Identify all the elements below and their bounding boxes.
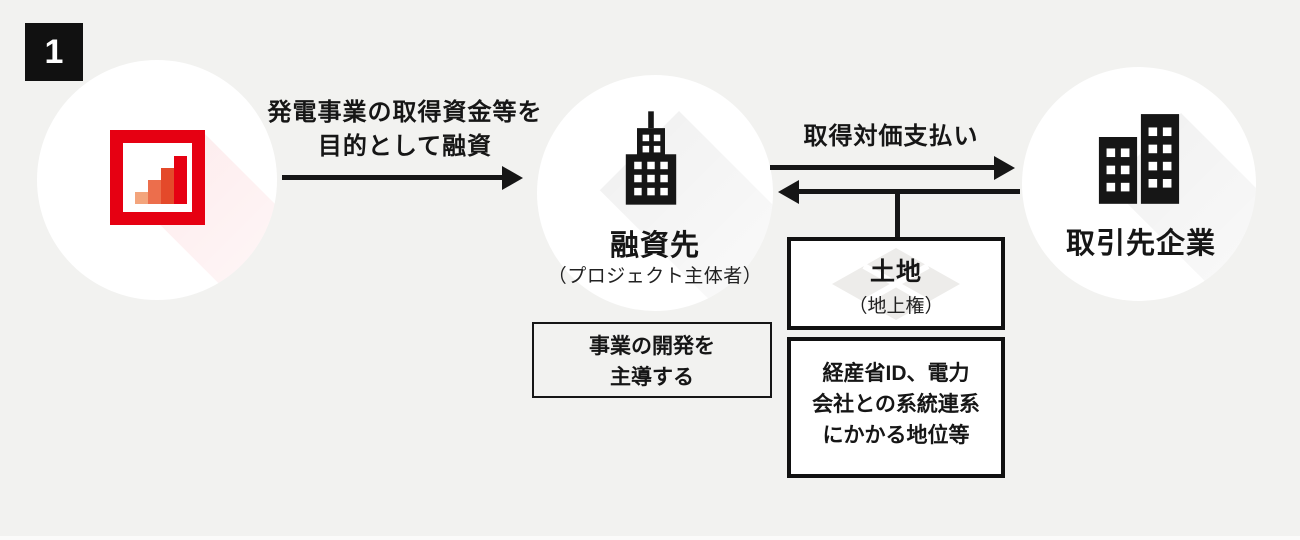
step-number: 1 (44, 32, 64, 71)
rights-line-2: 会社との系統連系 (812, 393, 980, 416)
rights-box: 経産省ID、電力 会社との系統連系 にかかる地位等 (787, 337, 1005, 478)
loan-arrowhead-icon (502, 166, 523, 190)
rights-line-3: にかかる地位等 (822, 424, 970, 447)
company-buildings-icon (1098, 114, 1180, 204)
borrower-role-box: 事業の開発を 主導する (532, 322, 772, 398)
loan-label-line-1: 発電事業の取得資金等を (267, 99, 543, 126)
transfer-arrowhead-icon (778, 180, 799, 204)
transfer-arrow (797, 189, 1020, 194)
logo-bar-2 (148, 180, 161, 204)
logo-bar-3 (161, 168, 174, 204)
borrower-role-line-1: 事業の開発を (589, 335, 715, 358)
borrower-node (537, 75, 773, 311)
land-box: 土地 （地上権） (787, 237, 1005, 330)
payment-arrow-label: 取得対価支払い (803, 123, 979, 150)
office-building-icon (625, 111, 677, 205)
borrower-role-line-2: 主導する (610, 366, 694, 389)
loan-arrow (282, 175, 502, 180)
payment-arrowhead-icon (994, 156, 1015, 180)
bottom-edge-strip (0, 536, 1300, 540)
loan-arrow-label: 発電事業の取得資金等を 目的として融資 (245, 96, 565, 164)
land-parcel-icon (832, 247, 960, 320)
land-subtitle: （地上権） (848, 296, 944, 317)
transfer-connector-line (895, 191, 900, 237)
counterparty-title: 取引先企業 (1065, 228, 1216, 260)
borrower-subtitle: （プロジェクト主体者） (547, 266, 763, 287)
loan-label-line-2: 目的として融資 (317, 133, 493, 160)
logo-bar-4 (174, 156, 187, 204)
rights-line-1: 経産省ID、電力 (822, 362, 970, 385)
step-badge: 1 (25, 23, 83, 81)
land-title: 土地 (869, 258, 922, 286)
payment-arrow (770, 165, 994, 170)
lender-node (37, 60, 277, 300)
counterparty-node (1022, 67, 1256, 301)
logo-bar-1 (135, 192, 148, 204)
bank-logo-icon (110, 130, 205, 225)
borrower-title: 融資先 (609, 230, 700, 262)
